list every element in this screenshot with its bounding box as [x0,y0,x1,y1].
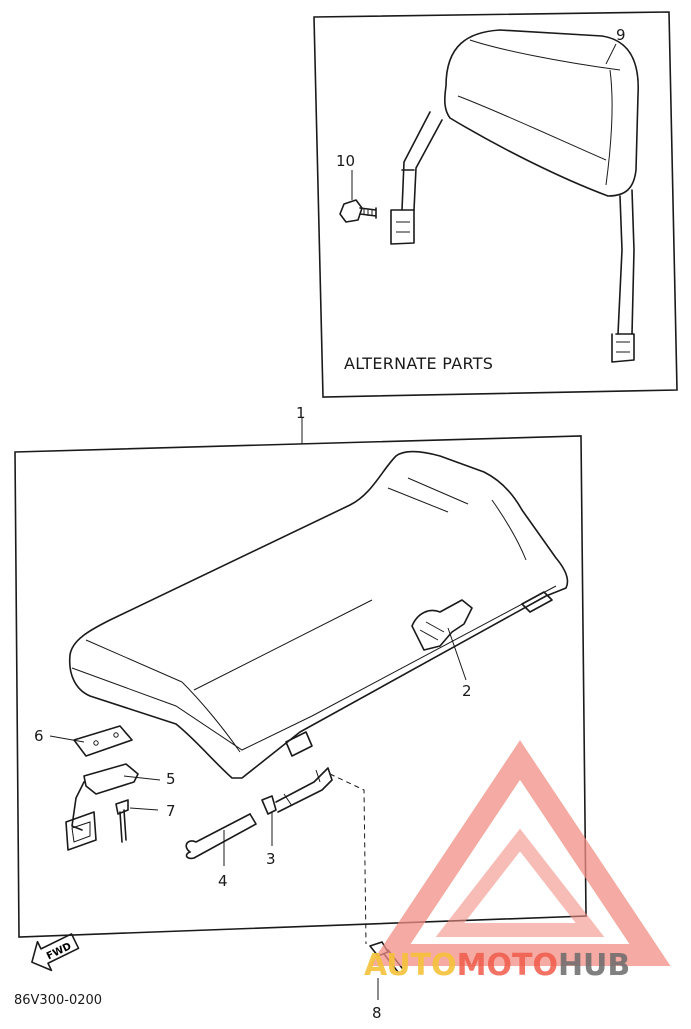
watermark-logo: AUTOMOTOHUB [364,740,671,983]
callout-9: 9 [616,26,626,44]
hinge [65,763,139,851]
callout-3: 3 [266,850,276,868]
callout-10: 10 [336,152,355,170]
callout-7: 7 [166,802,176,820]
watermark-moto: MOTO [457,948,558,983]
alternate-parts-frame [313,11,678,398]
drawing-code: 86V300-0200 [14,993,102,1008]
backrest [390,29,639,363]
seat-cushion [68,450,569,779]
bracket [261,767,333,815]
callout-1: 1 [296,404,306,422]
svg-text:AUTOMOTOHUB: AUTOMOTOHUB [364,948,630,983]
rod [185,813,257,860]
callout-2: 2 [462,682,472,700]
alternate-parts-panel: 10 9 ALTERNATE PARTS [313,11,678,398]
callout-6: 6 [34,727,44,745]
watermark-auto: AUTO [364,948,457,983]
seat-assembly-panel: 1 2 6 5 7 3 4 8 [14,404,587,1022]
watermark-hub: HUB [558,948,630,983]
alternate-parts-caption: ALTERNATE PARTS [344,354,493,373]
callout-5: 5 [166,770,176,788]
plate [73,725,133,757]
rivet [115,799,129,843]
watermark-triangle-icon [369,740,671,966]
callout-4: 4 [218,872,228,890]
bolt [339,199,377,223]
callout-8: 8 [372,1004,382,1022]
